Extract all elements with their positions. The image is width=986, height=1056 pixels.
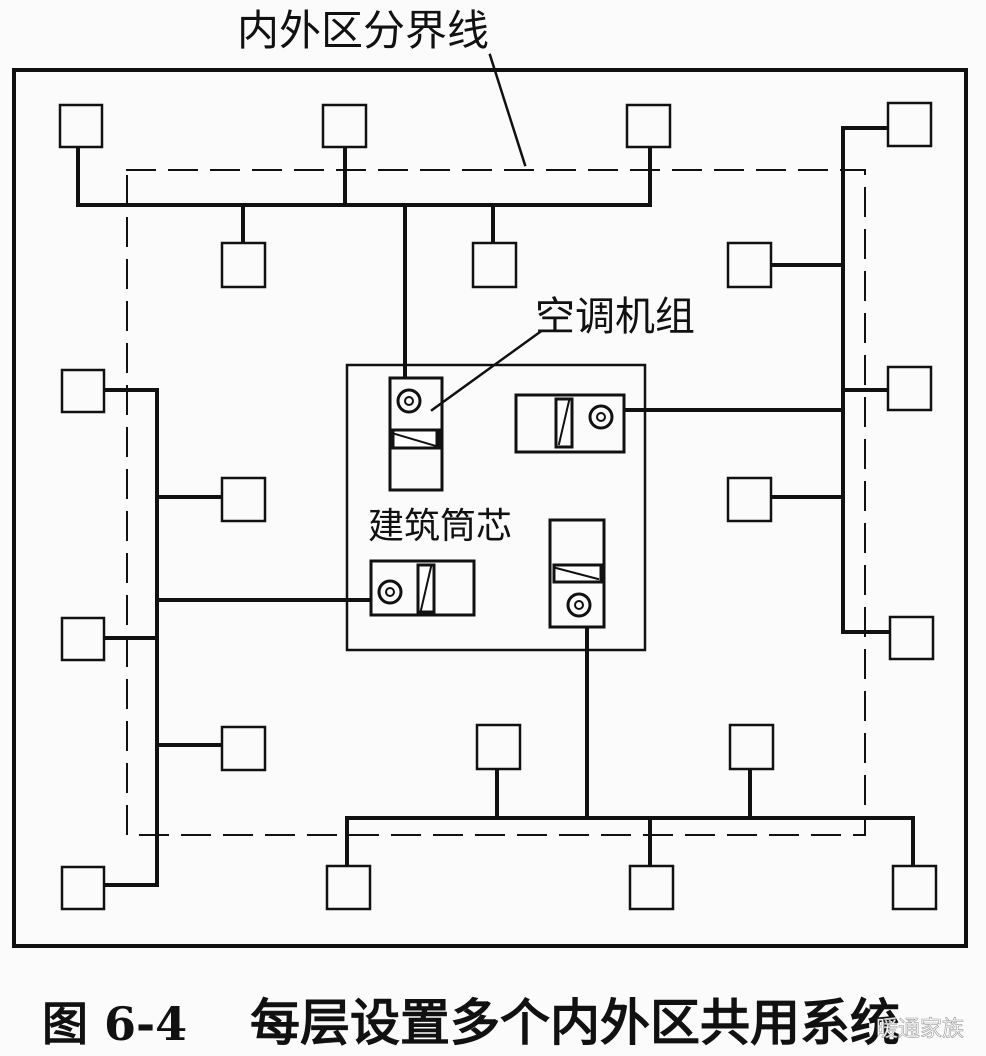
building-outline bbox=[12, 68, 968, 948]
terminal-box bbox=[58, 103, 104, 149]
ahu-units bbox=[369, 376, 626, 629]
terminal-box bbox=[726, 241, 773, 289]
terminal-box bbox=[728, 723, 775, 771]
watermark: 暖通家族 bbox=[876, 1017, 964, 1042]
leader-ahu bbox=[430, 330, 542, 412]
ahu-4 bbox=[548, 518, 606, 629]
ducts bbox=[76, 126, 915, 887]
terminal-box bbox=[726, 476, 773, 523]
label-ahu: 空调机组 bbox=[535, 294, 695, 340]
zone-boundary-dashed bbox=[126, 169, 866, 836]
terminal-box bbox=[625, 103, 672, 149]
leader-zone-boundary bbox=[488, 53, 527, 167]
terminal-box bbox=[471, 241, 518, 289]
terminal-box bbox=[321, 103, 368, 149]
terminal-box bbox=[220, 725, 267, 772]
terminal-box bbox=[628, 864, 675, 911]
terminal-box bbox=[60, 368, 106, 414]
ahu-2 bbox=[514, 393, 626, 454]
terminal-box bbox=[886, 365, 933, 412]
ahu-1 bbox=[388, 376, 444, 492]
terminal-box bbox=[325, 864, 372, 911]
terminal-box bbox=[886, 101, 933, 148]
terminal-box bbox=[475, 723, 522, 771]
terminal-box bbox=[220, 241, 267, 289]
terminal-box bbox=[60, 865, 106, 911]
terminal-box bbox=[220, 476, 267, 523]
terminal-box bbox=[60, 616, 106, 662]
terminal-box bbox=[891, 864, 938, 911]
figure-number: 图 6-4 bbox=[42, 997, 187, 1051]
ahu-3 bbox=[369, 559, 476, 617]
label-core: 建筑筒芯 bbox=[368, 506, 512, 547]
terminal-box bbox=[888, 615, 935, 661]
terminal-units bbox=[58, 101, 938, 911]
figure-title: 每层设置多个内外区共用系统 bbox=[250, 993, 900, 1052]
label-zone-boundary: 内外区分界线 bbox=[237, 6, 489, 55]
